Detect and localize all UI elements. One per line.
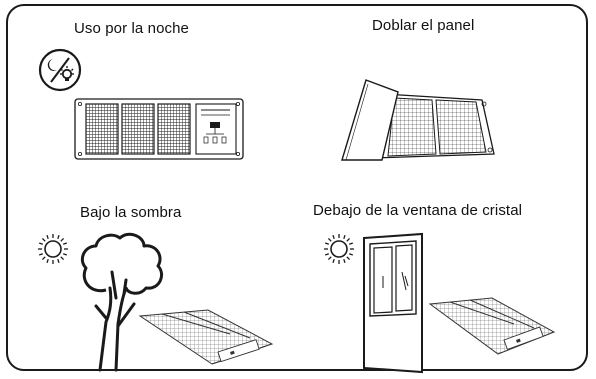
sun-icon <box>324 234 354 264</box>
caption-under-shade: Bajo la sombra <box>80 204 182 221</box>
caption-fold-panel: Doblar el panel <box>372 17 475 34</box>
door-icon <box>363 232 423 374</box>
sun-icon <box>38 234 68 264</box>
window-solar-panel-icon <box>428 297 556 355</box>
solar-panel-icon <box>74 98 244 160</box>
moon-bulb-icon <box>38 48 82 92</box>
caption-night-use: Uso por la noche <box>74 20 190 37</box>
caption-under-glass-window: Debajo de la ventana de cristal <box>313 202 523 219</box>
shaded-solar-panel-icon <box>138 309 274 365</box>
folded-solar-panel-icon <box>341 79 495 161</box>
tree-icon <box>80 232 163 372</box>
